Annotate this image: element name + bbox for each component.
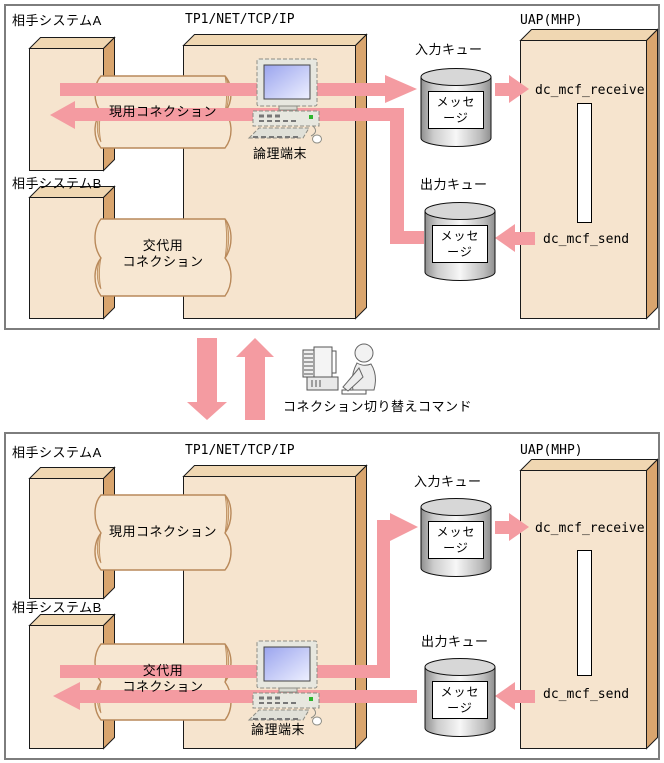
uap-to-queue-shaft (515, 232, 535, 245)
send-api-label: dc_mcf_send (543, 232, 630, 247)
partner-a-label: 相手システムA (12, 13, 102, 28)
operator-icon (302, 343, 376, 395)
standby-connection-pipe (94, 218, 232, 297)
message-text-line2: ージ (447, 245, 473, 259)
send-flow-arrowhead (53, 682, 80, 710)
send-flow-arrowhead (50, 101, 75, 129)
send-api-label: dc_mcf_send (543, 687, 630, 702)
switch-command-label: コネクション切り替えコマンド (283, 399, 473, 414)
down-arrow-shaft (197, 338, 217, 403)
standby-line1: 交代用 (142, 238, 184, 253)
output-queue-message: メッセ ージ (432, 225, 488, 263)
message-text-line2: ージ (443, 111, 469, 125)
receive-flow-arrowhead (390, 513, 418, 541)
receive-flow-shaft (60, 83, 385, 96)
uap-label: UAP(MHP) (520, 13, 583, 28)
uap-program-slot (577, 550, 592, 676)
message-text-line1: メッセ (440, 229, 480, 243)
middleware-label: TP1/NET/TCP/IP (185, 443, 295, 458)
logical-terminal-icon (247, 640, 322, 726)
queue-to-uap-shaft (495, 521, 509, 534)
input-queue-message: メッセ ージ (428, 521, 484, 559)
message-text-line2: ージ (447, 701, 473, 715)
active-connection-pipe (94, 494, 232, 571)
diagram-panel-after: メッセ ージ メッセ ージ 相手システムA 相手シ (4, 432, 660, 760)
up-arrowhead (236, 338, 274, 357)
diagram-panel-before: メッセ ージ メッセ ージ 相手システムA 相手シ (4, 4, 660, 330)
down-arrowhead (187, 402, 227, 420)
queue-to-uap-arrowhead (509, 75, 529, 103)
receive-api-label: dc_mcf_receive (535, 83, 645, 98)
message-text-line1: メッセ (440, 685, 480, 699)
receive-flow-riser (377, 520, 390, 678)
input-queue-label: 入力キュー (415, 42, 483, 57)
standby-connection-label: 交代用 コネクション (88, 238, 238, 270)
queue-to-uap-shaft (495, 83, 509, 96)
uap-to-queue-arrowhead (495, 224, 515, 252)
output-queue-label: 出力キュー (421, 634, 489, 649)
uap-box (519, 28, 659, 320)
active-connection-label: 現用コネクション (108, 104, 217, 119)
receive-flow-arrowhead (385, 75, 417, 103)
uap-to-queue-arrowhead (495, 682, 515, 710)
standby-line2: コネクション (122, 254, 204, 269)
partner-b-label: 相手システムB (12, 600, 102, 615)
send-flow-shaft (75, 108, 404, 121)
active-connection-label: 現用コネクション (108, 524, 217, 539)
partner-a-label: 相手システムA (12, 445, 102, 460)
logical-terminal-icon (247, 58, 322, 144)
uap-to-queue-shaft (515, 690, 535, 703)
uap-box (519, 458, 659, 750)
up-arrow-shaft (245, 357, 265, 420)
input-queue-message: メッセ ージ (428, 91, 484, 129)
queue-to-uap-arrowhead (509, 513, 529, 541)
standby-line1: 交代用 (142, 663, 184, 678)
receive-api-label: dc_mcf_receive (535, 521, 645, 536)
input-queue-label: 入力キュー (414, 474, 482, 489)
send-flow-shaft (80, 690, 417, 703)
send-flow-stub (390, 231, 424, 244)
message-text-line1: メッセ (436, 95, 476, 109)
message-text-line2: ージ (443, 541, 469, 555)
output-queue-label: 出力キュー (420, 177, 488, 192)
send-flow-riser (390, 108, 404, 244)
uap-label: UAP(MHP) (520, 443, 583, 458)
standby-connection-label: 交代用 コネクション (88, 663, 238, 695)
standby-line2: コネクション (122, 679, 204, 694)
terminal-label: 論理端末 (251, 722, 306, 737)
partner-b-label: 相手システムB (12, 176, 102, 191)
middleware-label: TP1/NET/TCP/IP (185, 12, 295, 27)
message-text-line1: メッセ (436, 525, 476, 539)
terminal-label: 論理端末 (253, 146, 308, 161)
uap-program-slot (577, 103, 592, 223)
output-queue-message: メッセ ージ (432, 681, 488, 719)
